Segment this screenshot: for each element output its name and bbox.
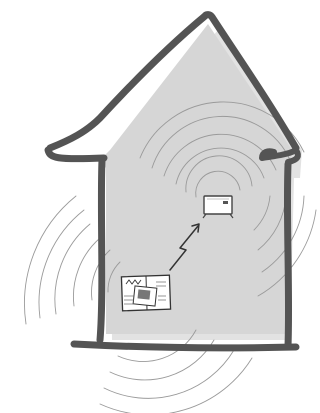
newspaper-icon: [121, 275, 170, 311]
router-icon: [203, 196, 233, 218]
